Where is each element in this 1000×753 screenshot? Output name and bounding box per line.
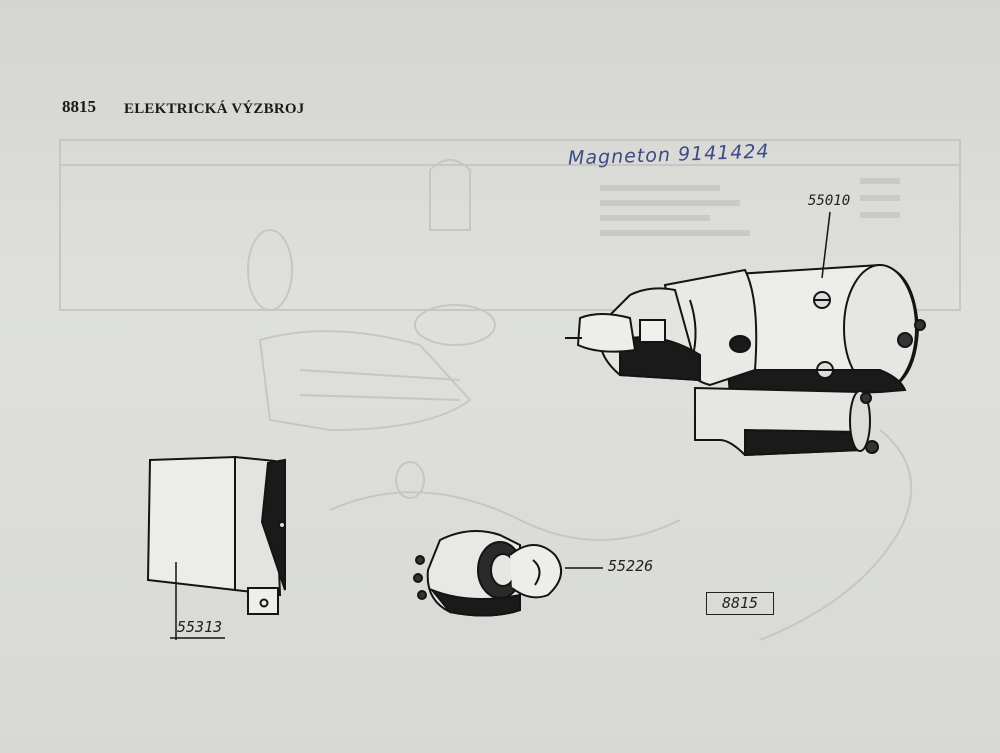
starter-part-label: 55010	[808, 193, 851, 209]
relay-box-drawing	[146, 455, 286, 640]
section-title: ELEKTRICKÁ VÝZBROJ	[124, 101, 305, 117]
ignition-switch-drawing	[413, 530, 603, 617]
ignition-switch-part-label: 55226	[608, 557, 654, 575]
relay-box-part-label: 55313	[177, 618, 223, 636]
section-number: 8815	[62, 97, 96, 116]
page-reference-box: 8815	[706, 592, 774, 615]
starter-motor-drawing	[565, 211, 926, 457]
